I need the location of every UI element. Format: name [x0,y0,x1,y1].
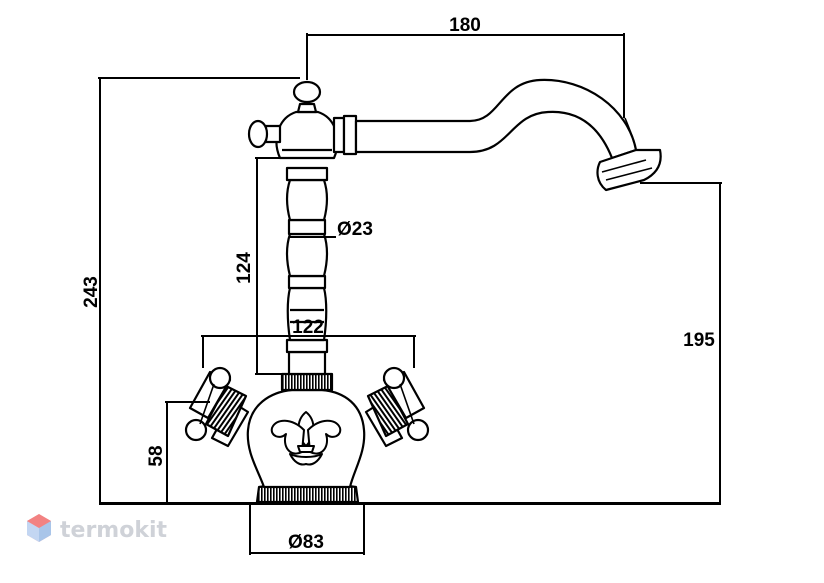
swivel-hub [275,110,339,160]
dim-handle-height: 58 [146,445,167,466]
column-collar [280,372,334,392]
side-knob [247,119,282,149]
fleur-de-lis-ornament [270,411,342,466]
dim-spout-height: 195 [683,330,715,351]
faucet-base-line [100,502,720,505]
dim-body-height: 124 [234,252,255,284]
termokit-watermark: termokit [27,514,167,543]
dimension-labels: 180 243 195 124 Ø23 122 58 Ø83 [81,15,715,553]
dim-total-height: 243 [81,276,102,308]
dim-spout-reach: 180 [449,15,481,36]
termokit-logo-icon [27,514,51,542]
spout [332,78,662,192]
dimension-lines [98,33,722,555]
dim-base-diameter: Ø83 [288,532,324,553]
faucet-outline [100,78,720,505]
dim-handle-span: 122 [292,317,324,338]
dim-column-diameter: Ø23 [337,219,373,240]
termokit-brand-text: termokit [60,518,167,543]
faucet-column [285,166,329,376]
left-handle [184,366,250,448]
top-cap [292,80,322,114]
right-handle [364,366,430,448]
